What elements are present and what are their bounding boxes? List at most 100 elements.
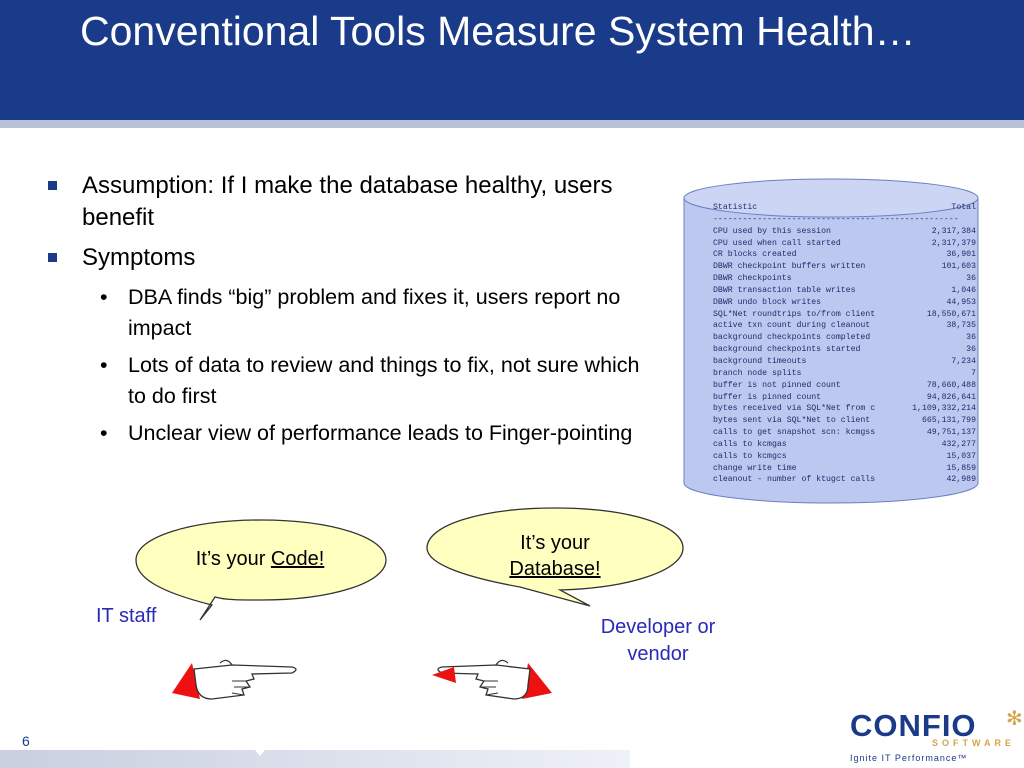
stats-row: SQL*Net roundtrips to/from client 18,550,…: [713, 309, 976, 321]
stats-row-total: 665,131,799: [921, 416, 976, 426]
left-bubble-text: It’s your Code!: [160, 546, 360, 572]
stats-row-total: 78,660,488: [926, 380, 976, 390]
stats-row-total: 2,317,384: [931, 226, 976, 236]
pointing-hand-right-icon: [172, 659, 297, 700]
stats-row-total: 36: [966, 274, 976, 284]
stats-row: branch node splits 7: [713, 368, 976, 380]
confio-logo: CONFIO ✻ SOFTWARE Ignite IT Performance™: [846, 708, 1024, 768]
page-number: 6: [22, 733, 30, 749]
stats-row-statistic: calls to kcmgcs: [713, 451, 787, 461]
stats-row-statistic: CPU used by this session: [713, 226, 831, 236]
stats-row-total: 7: [971, 368, 976, 378]
right-bubble-text: It’s your Database!: [455, 530, 655, 582]
stats-row: change write time 15,859: [713, 463, 976, 475]
stats-row: background checkpoints completed 36: [713, 332, 976, 344]
flower-icon: ✻: [1006, 708, 1023, 730]
stats-separator-text: --------------------------------- ------…: [713, 214, 959, 224]
stats-row-total: 49,751,137: [926, 428, 976, 438]
right-bubble-prefix: It’s your: [520, 532, 590, 554]
title-bar-rule: [0, 120, 1024, 128]
title-bar: [0, 0, 1024, 120]
sub-bullet-text: DBA finds “big” problem and fixes it, us…: [128, 285, 621, 340]
stats-row: CPU used by this session 2,317,384: [713, 226, 976, 238]
database-cylinder-icon: [683, 178, 979, 504]
stats-header-total: Total: [951, 203, 976, 212]
stats-row: DBWR undo block writes 44,953: [713, 297, 976, 309]
stats-row-statistic: calls to get snapshot scn: kcmgss: [713, 428, 876, 438]
stats-row: calls to kcmgcs 15,037: [713, 451, 976, 463]
stats-row-statistic: branch node splits: [713, 368, 802, 378]
stats-row-statistic: CPU used when call started: [713, 238, 841, 248]
stats-row-statistic: CR blocks created: [713, 250, 797, 260]
stats-row-statistic: change write time: [713, 463, 797, 473]
stats-row: DBWR transaction table writes 1,046: [713, 285, 976, 297]
stats-row-statistic: SQL*Net roundtrips to/from client: [713, 309, 876, 319]
developer-label-line1: Developer or: [600, 616, 716, 638]
stats-row-statistic: DBWR transaction table writes: [713, 285, 856, 295]
logo-tagline: Ignite IT Performance™: [850, 753, 968, 763]
stats-row-total: 38,735: [946, 321, 976, 331]
stats-row-total: 36: [966, 333, 976, 343]
stats-row-total: 2,317,379: [931, 238, 976, 248]
stats-row-total: 1,046: [951, 285, 976, 295]
bullet-symptoms: Symptoms: [44, 242, 644, 274]
sub-bullet-text: Unclear view of performance leads to Fin…: [128, 421, 633, 445]
dot-bullet-icon: •: [100, 285, 108, 309]
stats-row-statistic: buffer is not pinned count: [713, 380, 841, 390]
stats-row: buffer is pinned count 94,826,641: [713, 392, 976, 404]
sub-bullet-text: Lots of data to review and things to fix…: [128, 353, 640, 408]
stats-row: buffer is not pinned count 78,660,488: [713, 380, 976, 392]
stats-row-statistic: background checkpoints completed: [713, 333, 871, 343]
stats-row-total: 15,859: [946, 463, 976, 473]
stats-row-total: 36,901: [946, 250, 976, 260]
it-staff-label: IT staff: [96, 605, 157, 627]
stats-row: calls to get snapshot scn: kcmgss 49,751,…: [713, 427, 976, 439]
right-bubble-link: Database!: [509, 558, 601, 580]
statistics-table: Statistic Total ------------------------…: [713, 202, 976, 486]
stats-row: CR blocks created 36,901: [713, 249, 976, 261]
slide-title: Conventional Tools Measure System Health…: [80, 8, 916, 54]
stats-row: DBWR checkpoint buffers written 101,603: [713, 261, 976, 273]
developer-label: Developer or vendor: [573, 614, 743, 668]
hand-cuff-icon: [432, 667, 456, 683]
stats-separator: --------------------------------- ------…: [713, 214, 976, 226]
pointing-hand-left-icon: [437, 659, 552, 700]
stats-row-statistic: calls to kcmgas: [713, 439, 787, 449]
developer-label-line2: vendor: [627, 643, 689, 665]
square-bullet-icon: [48, 181, 57, 190]
bullet-assumption: Assumption: If I make the database healt…: [44, 170, 644, 234]
stats-row-total: 101,603: [941, 262, 976, 272]
stats-header-statistic: Statistic: [713, 203, 758, 212]
bullet-list: Assumption: If I make the database healt…: [44, 170, 644, 455]
right-speech-bubble: [426, 507, 684, 607]
stats-row-statistic: DBWR checkpoints: [713, 274, 792, 284]
stats-row-total: 15,037: [946, 451, 976, 461]
bullet-text: Assumption: If I make the database healt…: [82, 172, 613, 231]
stats-row-statistic: background checkpoints started: [713, 345, 861, 355]
footer-notch-icon: [250, 744, 270, 756]
sub-bullet-unclear-view: • Unclear view of performance leads to F…: [44, 418, 644, 449]
stats-row-total: 44,953: [946, 297, 976, 307]
footer-band: [0, 750, 630, 768]
stats-row-total: 94,826,641: [926, 392, 976, 402]
stats-header-row: Statistic Total: [713, 202, 976, 214]
stats-row: background checkpoints started 36: [713, 344, 976, 356]
stats-row: calls to kcmgas 432,277: [713, 439, 976, 451]
stats-row-statistic: buffer is pinned count: [713, 392, 822, 402]
stats-row-total: 36: [966, 345, 976, 355]
stats-row-statistic: DBWR undo block writes: [713, 297, 822, 307]
stats-row-total: 432,277: [941, 439, 976, 449]
stats-row-total: 18,550,671: [926, 309, 976, 319]
stats-row-statistic: bytes received via SQL*Net from c: [713, 404, 876, 414]
stats-row-total: 7,234: [951, 356, 976, 366]
stats-row-total: 42,989: [946, 475, 976, 485]
stats-row-statistic: DBWR checkpoint buffers written: [713, 262, 866, 272]
dot-bullet-icon: •: [100, 353, 108, 377]
